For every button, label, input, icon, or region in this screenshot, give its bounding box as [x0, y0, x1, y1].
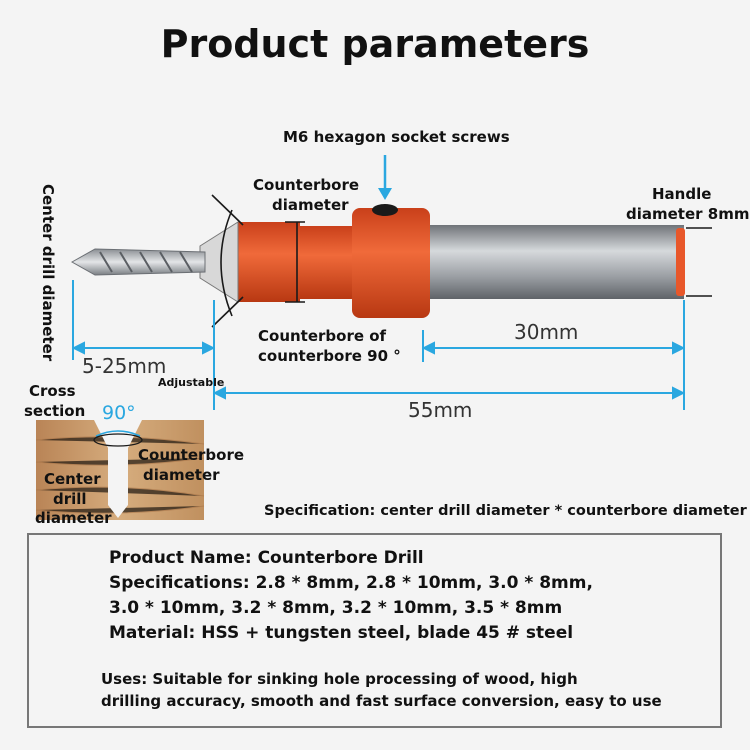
dim-5-25mm — [71, 280, 216, 360]
center-drill-vertical-label: Center drill diameter — [39, 184, 57, 362]
material-line: Material: HSS + tungsten steel, blade 45… — [109, 623, 574, 643]
handle-label-1: Handle — [652, 185, 712, 203]
dim-30-label: 30mm — [514, 320, 579, 344]
cross-section-label-2: section — [24, 402, 86, 420]
counterbore-diameter-bracket — [285, 221, 305, 303]
m6-screws-label: M6 hexagon socket screws — [283, 128, 510, 146]
spec-box: Product Name: Counterbore Drill Specific… — [27, 533, 722, 728]
m6-arrow — [378, 155, 392, 200]
dim-5-25-label: 5-25mm — [82, 354, 167, 378]
dim-30mm — [421, 300, 686, 362]
page-title: Product parameters — [160, 22, 590, 66]
shank-end-cap — [676, 228, 685, 296]
drill-shank — [428, 225, 684, 299]
specs-line-1: Specifications: 2.8 * 8mm, 2.8 * 10mm, 3… — [109, 573, 593, 593]
specs-line-2: 3.0 * 10mm, 3.2 * 8mm, 3.2 * 10mm, 3.5 *… — [109, 598, 563, 618]
cs-center-label-1: Center — [44, 470, 101, 488]
handle-label-2: diameter 8mm — [626, 205, 750, 223]
cs-counterbore-label-1: Counterbore — [138, 446, 245, 464]
product-name: Product Name: Counterbore Drill — [109, 548, 424, 568]
counterbore-head — [238, 222, 300, 302]
cs-center-label-2: drill — [53, 490, 87, 508]
dim-55-label: 55mm — [408, 398, 473, 422]
counterbore-diameter-label-2: diameter — [272, 196, 349, 214]
counterbore-of-label-2: counterbore 90 ° — [258, 347, 401, 365]
cross-section-label-1: Cross — [29, 382, 76, 400]
cs-counterbore-label-2: diameter — [143, 466, 220, 484]
dim-55mm — [212, 360, 686, 410]
cross-section-block — [35, 420, 205, 520]
adjustable-label: Adjustable — [158, 376, 225, 389]
cs-center-label-3: diameter — [35, 509, 112, 527]
cutter-edge — [199, 221, 239, 303]
spec-note: Specification: center drill diameter * c… — [264, 503, 747, 519]
uses-line-1: Uses: Suitable for sinking hole processi… — [101, 670, 578, 688]
counterbore-diameter-label-1: Counterbore — [253, 176, 360, 194]
angle-90-label: 90° — [102, 402, 136, 424]
m6-screw — [372, 204, 398, 216]
drill-flutes — [99, 251, 193, 273]
counterbore-of-label-1: Counterbore of — [258, 327, 387, 345]
collar — [300, 226, 360, 299]
drill-bit — [70, 248, 206, 276]
counterbore-angle-lines — [211, 194, 244, 328]
handle-bracket — [686, 227, 712, 297]
uses-line-2: drilling accuracy, smooth and fast surfa… — [101, 692, 662, 710]
collar-ring — [352, 208, 430, 318]
